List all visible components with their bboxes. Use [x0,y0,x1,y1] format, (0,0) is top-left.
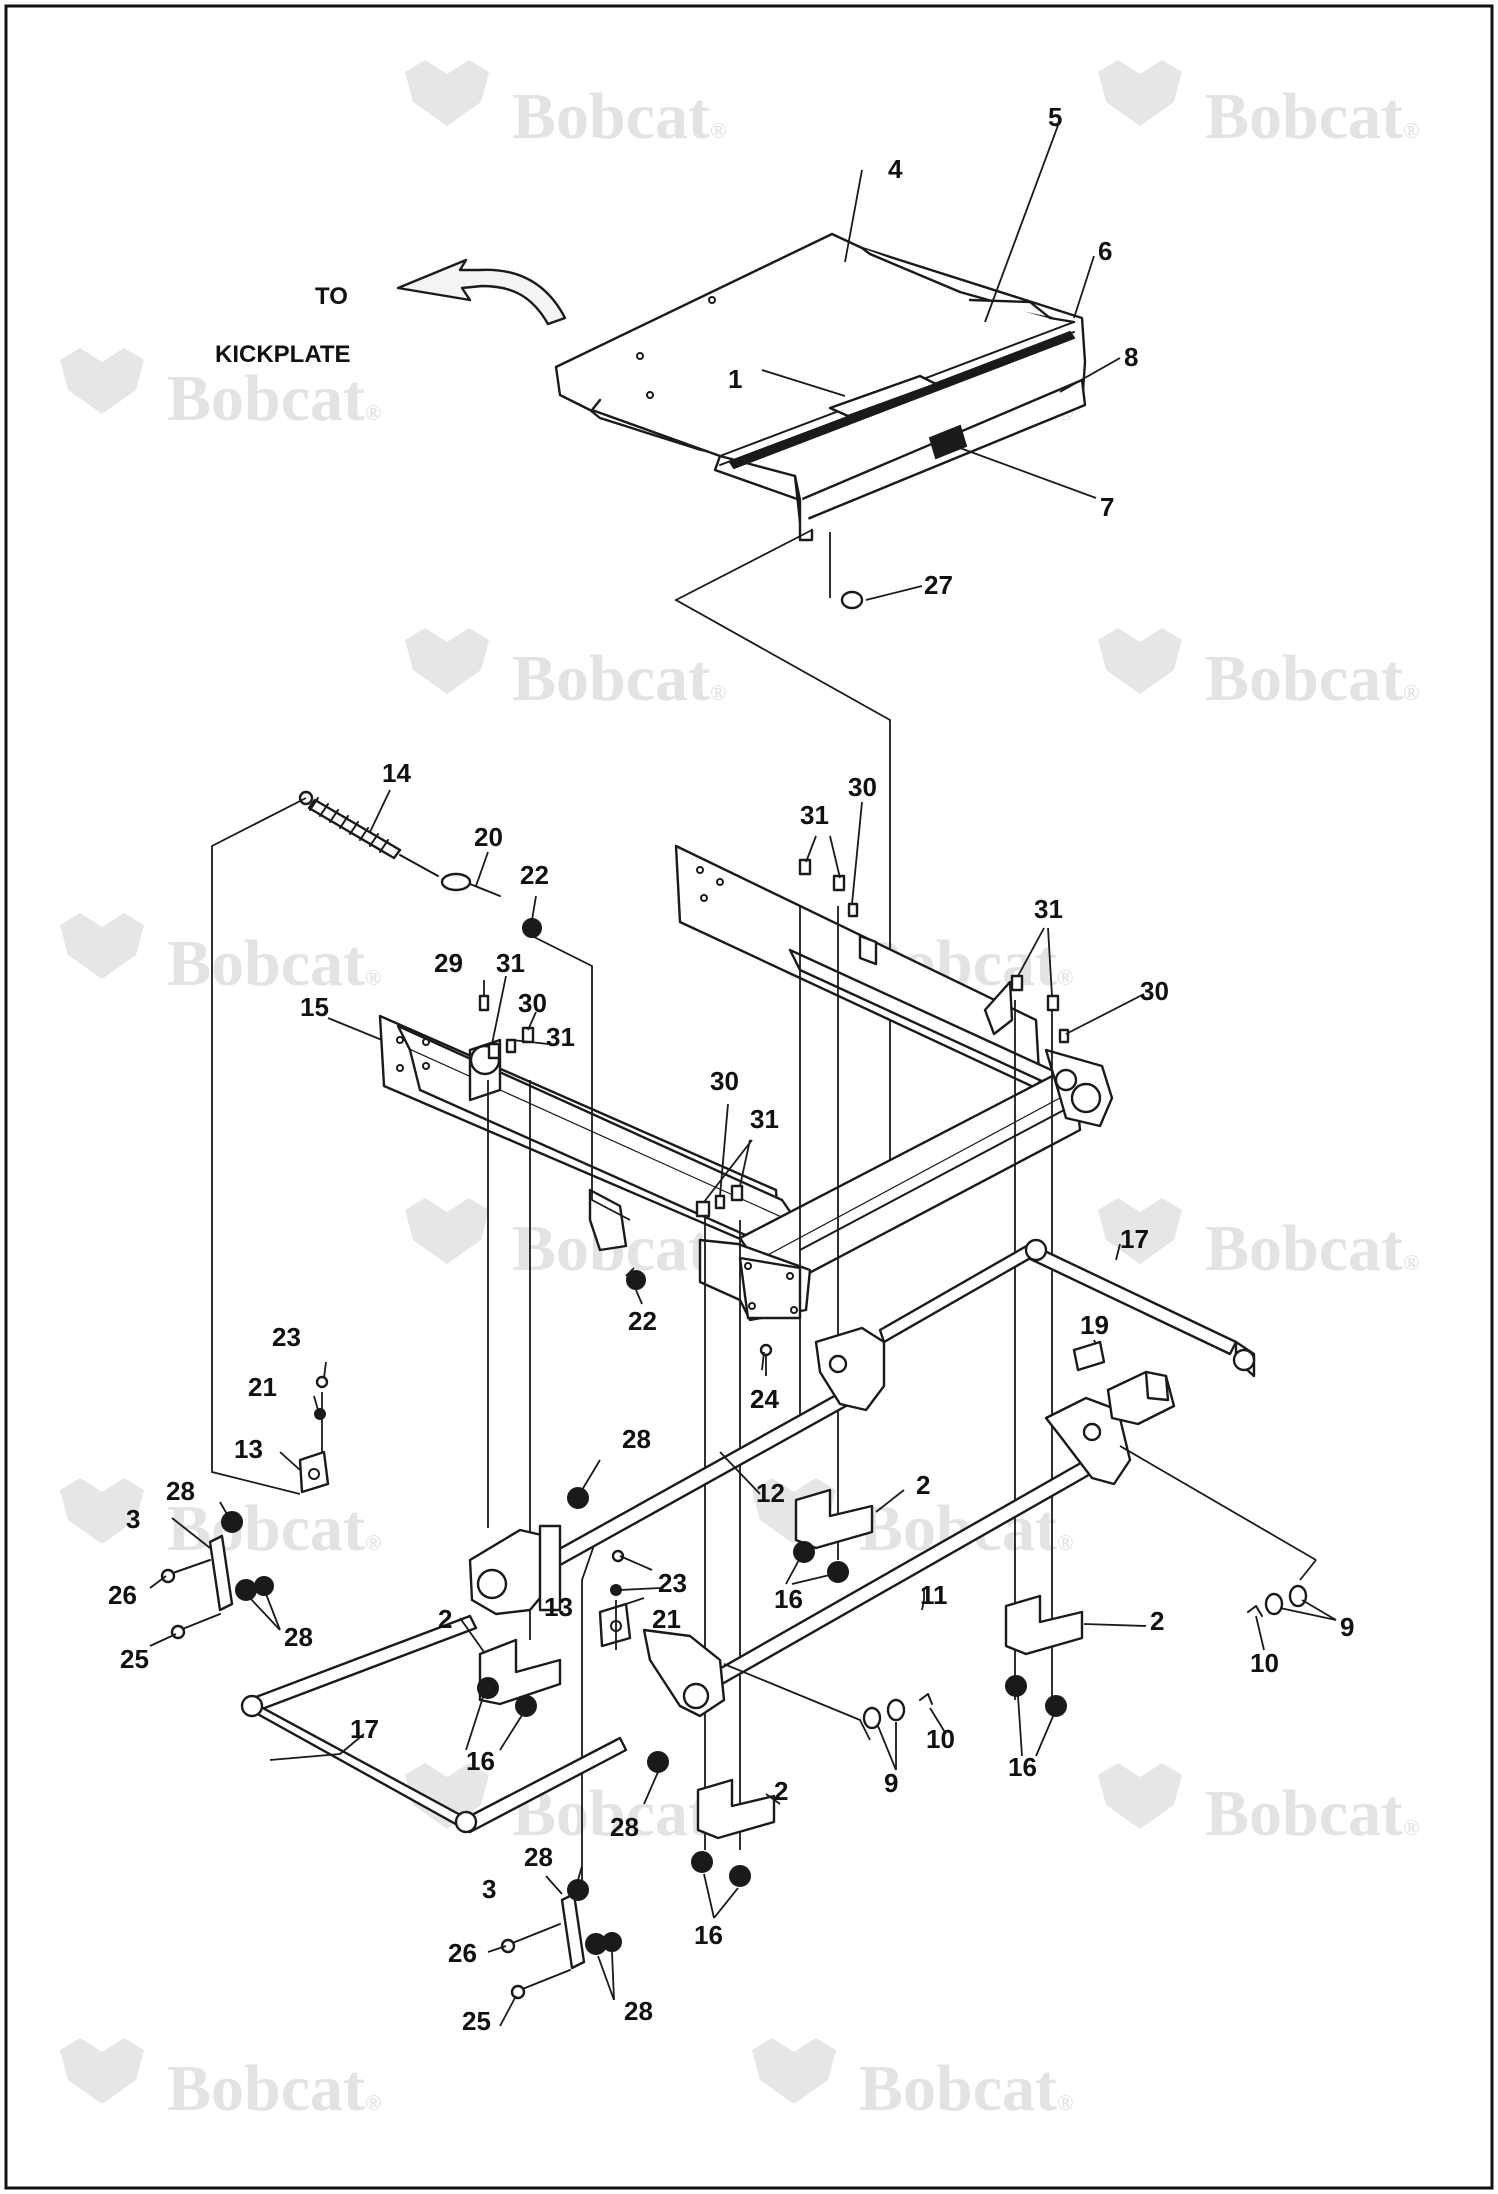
watermark-1: Bobcat® [405,60,726,153]
callout-11: 11 [920,1580,948,1610]
svg-text:Bobcat®: Bobcat® [1205,1212,1419,1285]
callout-10-mid: 10 [926,1724,955,1754]
callout-25-bottom: 25 [462,2006,491,2036]
callout-22-top: 22 [520,860,549,890]
nut-22-mid [626,1270,646,1290]
svg-text:Bobcat®: Bobcat® [512,642,726,715]
nut-22-top [522,918,542,938]
callout-31-b: 31 [546,1022,575,1052]
callout-21-left: 21 [248,1372,277,1402]
svg-text:Bobcat®: Bobcat® [167,2052,381,2125]
callout-22-mid: 22 [628,1306,657,1336]
watermark-11: Bobcat® [60,1478,381,1565]
callout-26-bottom: 26 [448,1938,477,1968]
svg-text:Bobcat®: Bobcat® [167,362,381,435]
callout-2-b: 2 [916,1470,930,1500]
svg-text:Bobcat®: Bobcat® [1205,1777,1419,1850]
callout-31-a: 31 [496,948,525,978]
callout-28-d: 28 [610,1812,639,1842]
callout-9-mid: 9 [884,1768,898,1798]
watermark-6: Bobcat® [1098,628,1419,715]
callout-leaders [149,119,1337,2027]
callout-30-a: 30 [518,988,547,1018]
svg-text:Bobcat®: Bobcat® [512,80,726,153]
note-kickplate: KICKPLATE [215,341,351,368]
watermark-16: Bobcat® [752,2038,1073,2125]
callout-5: 5 [1048,102,1062,132]
watermark-14: Bobcat® [1098,1763,1419,1850]
callout-28-e: 28 [524,1842,553,1872]
page-border [4,4,1494,2190]
callout-21-mid: 21 [652,1604,681,1634]
svg-text:Bobcat®: Bobcat® [1205,642,1419,715]
note-to: TO [315,283,348,310]
watermark-3: Bobcat® [60,348,381,435]
callout-16-b: 16 [774,1584,803,1614]
callout-20: 20 [474,822,503,852]
frame-assembly [378,844,1114,1322]
callout-labels: 1 4 5 6 8 7 27 14 20 22 15 29 31 30 31 3… [108,102,1354,2036]
svg-text:Bobcat®: Bobcat® [859,2052,1073,2125]
callout-25-left: 25 [120,1644,149,1674]
callout-23-left: 23 [272,1322,301,1352]
callout-9-right: 9 [1340,1612,1354,1642]
callout-2-d: 2 [774,1776,788,1806]
watermark-15: Bobcat® [60,2038,381,2125]
callout-30-d: 30 [710,1066,739,1096]
callout-3-bottom: 3 [482,1874,496,1904]
callout-19: 19 [1080,1310,1109,1340]
callout-6: 6 [1098,236,1112,266]
nut-27 [840,590,864,610]
callout-1: 1 [728,364,742,394]
callout-28-c: 28 [284,1622,313,1652]
callout-3-left: 3 [126,1504,140,1534]
callout-16-a: 16 [466,1746,495,1776]
callout-16-c: 16 [1008,1752,1037,1782]
callout-30-c: 30 [1140,976,1169,1006]
svg-text:Bobcat®: Bobcat® [1205,80,1419,153]
callout-13-mid: 13 [544,1592,573,1622]
svg-text:Bobcat®: Bobcat® [167,1492,381,1565]
watermark-2: Bobcat® [1098,60,1419,153]
callout-7: 7 [1100,492,1114,522]
floor-plate-assembly [554,232,1087,610]
linkage-assembly [160,1238,1317,2000]
mounting-brackets [477,1488,1084,1887]
callout-15: 15 [300,992,329,1022]
callout-8: 8 [1124,342,1138,372]
frame-fasteners [478,858,1070,1218]
callout-31-d: 31 [1034,894,1063,924]
callout-16-d: 16 [694,1920,723,1950]
callout-17-right: 17 [1120,1224,1149,1254]
callout-27: 27 [924,570,953,600]
callout-12: 12 [756,1478,785,1508]
callout-2-c: 2 [1150,1606,1164,1636]
watermark-7: Bobcat® [60,913,381,1000]
callout-28-b: 28 [166,1476,195,1506]
callout-23-mid: 23 [658,1568,687,1598]
callout-29: 29 [434,948,463,978]
callout-26-left: 26 [108,1580,137,1610]
callout-17-left: 17 [350,1714,379,1744]
callout-30-b: 30 [848,772,877,802]
kickplate-arrow [396,258,567,326]
callout-4: 4 [888,154,903,184]
callout-31-c: 31 [800,800,829,830]
watermark-5: Bobcat® [405,628,726,715]
svg-text:Bobcat®: Bobcat® [167,927,381,1000]
callout-13-left: 13 [234,1434,263,1464]
callout-28-a: 28 [622,1424,651,1454]
callout-31-e: 31 [750,1104,779,1134]
callout-2-a: 2 [438,1604,452,1634]
callout-10-right: 10 [1250,1648,1279,1678]
callout-24: 24 [750,1384,779,1414]
callout-28-f: 28 [624,1996,653,2026]
callout-14: 14 [382,758,411,788]
